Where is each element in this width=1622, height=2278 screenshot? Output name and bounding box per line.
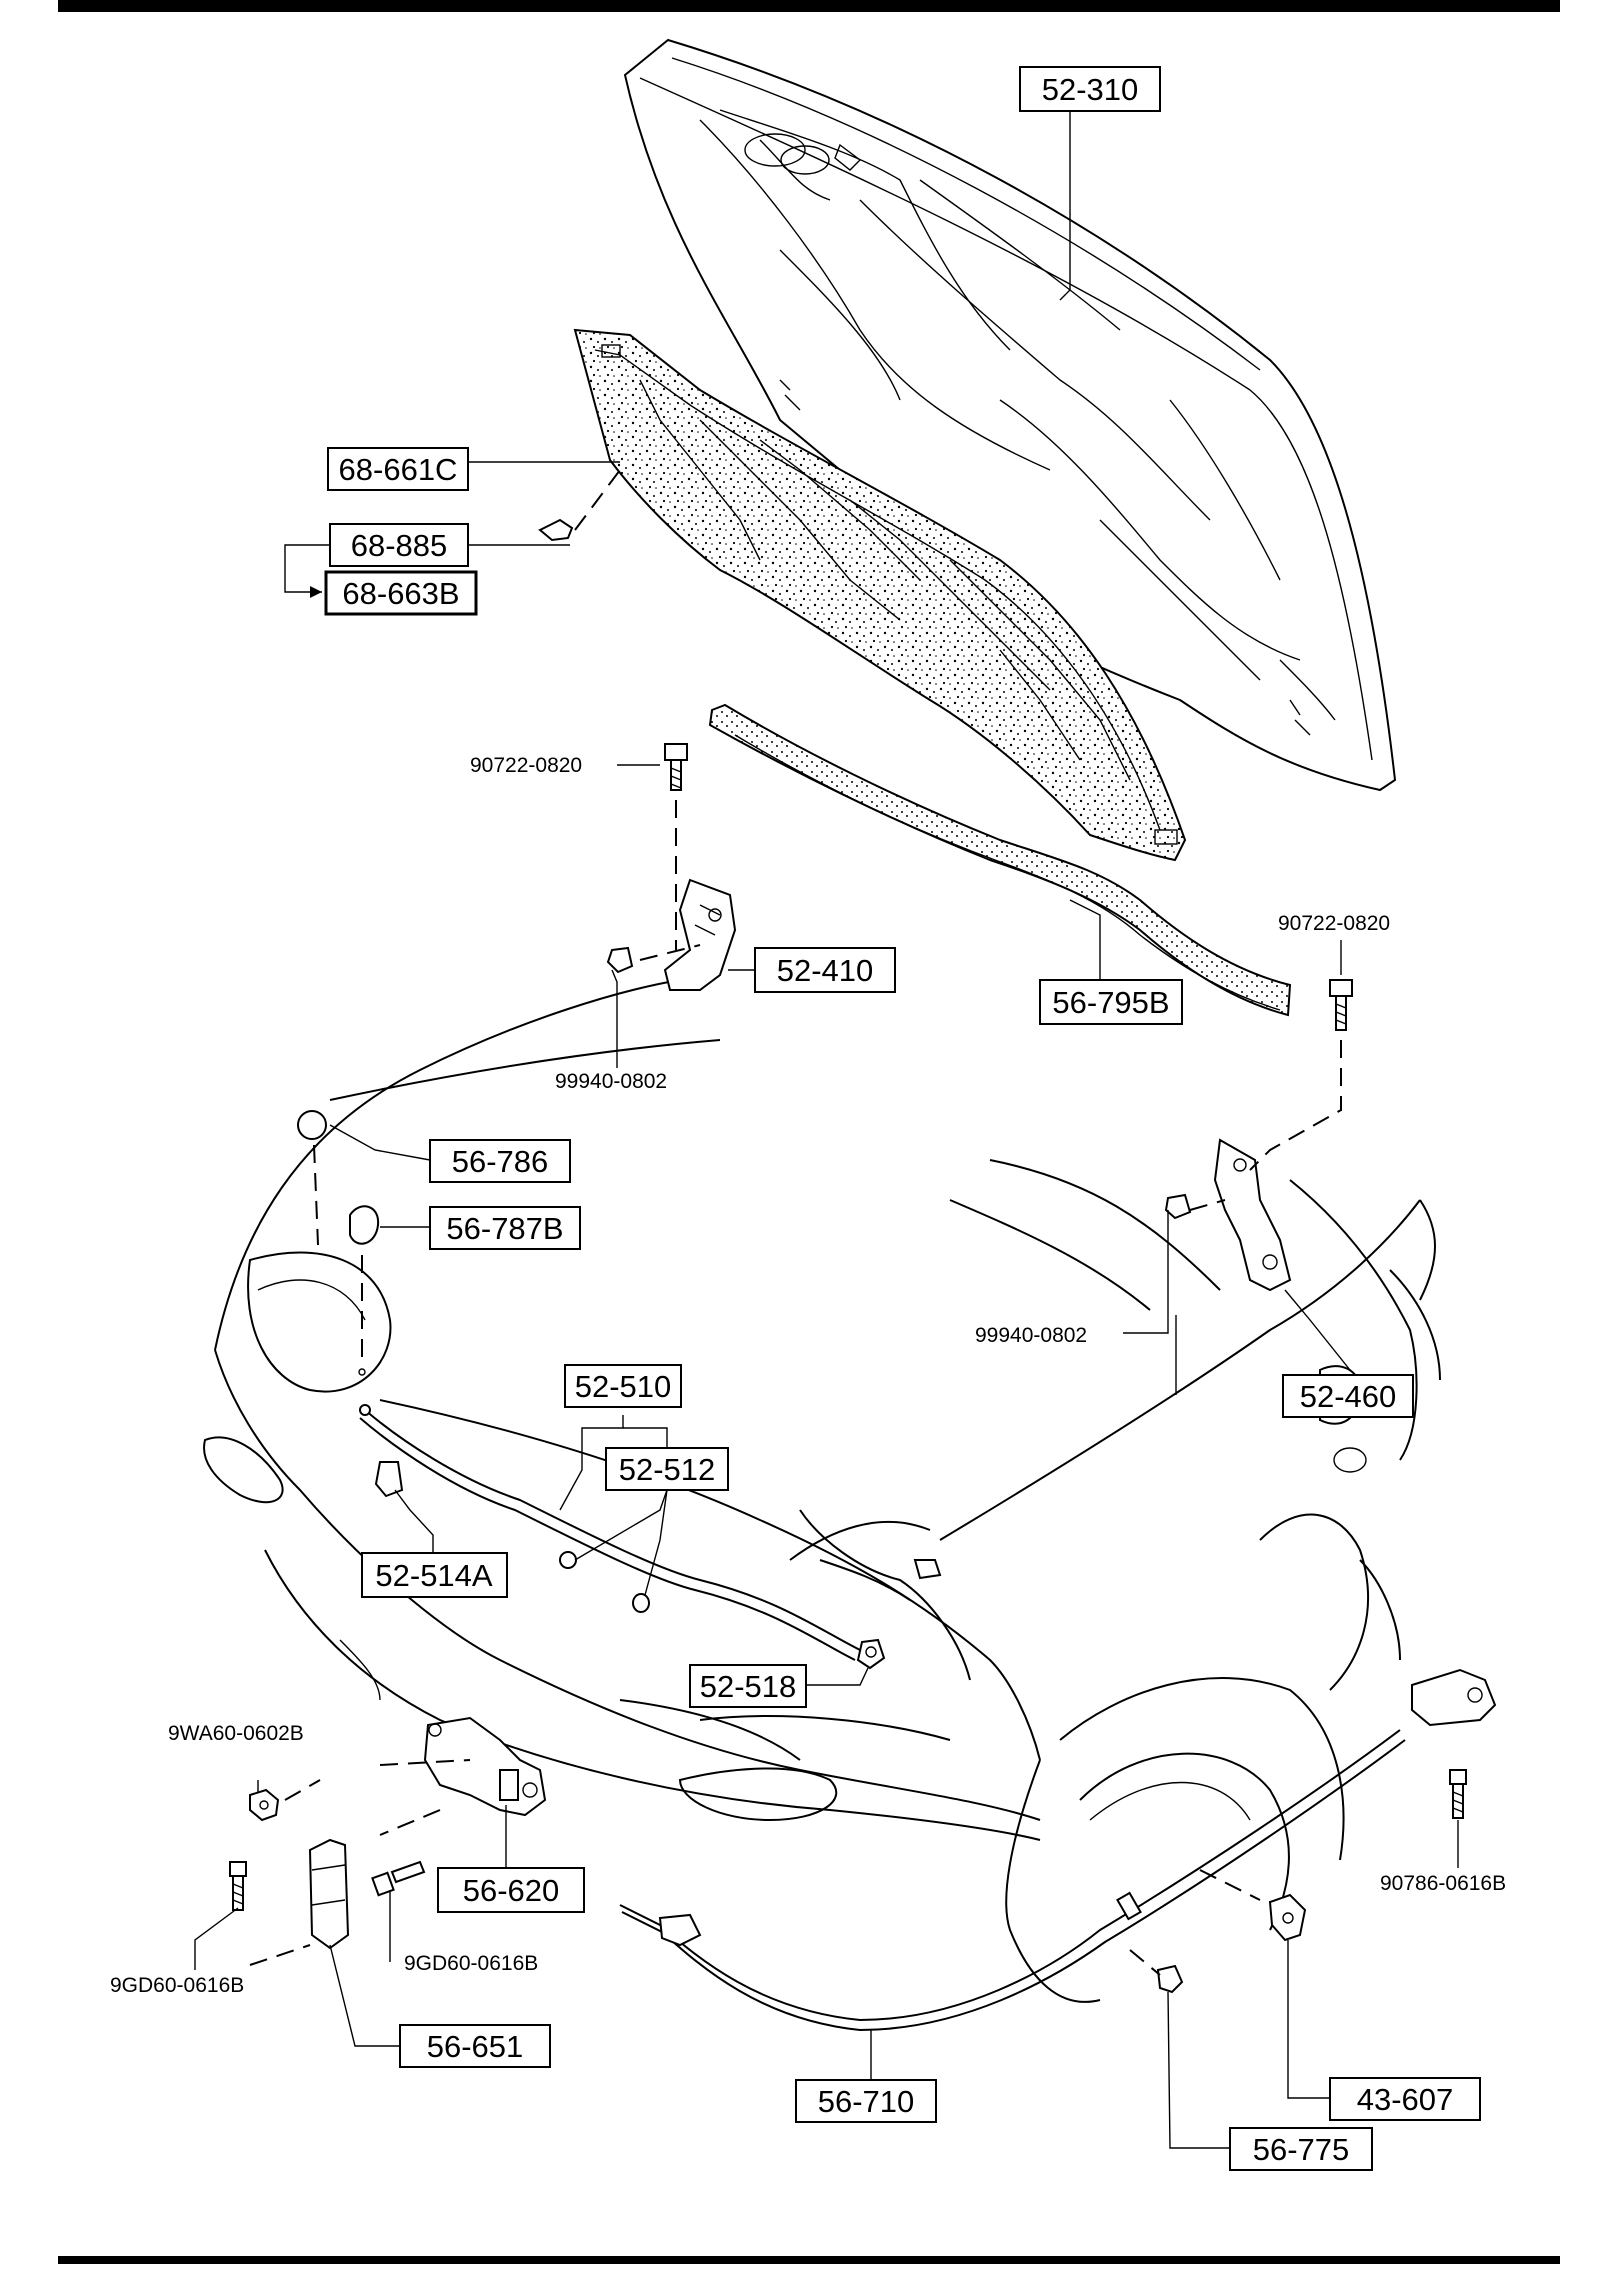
callout-label: 43-607 <box>1357 2082 1454 2117</box>
part-number-90786: 90786-0616B <box>1380 1872 1506 1895</box>
hood-support-rod <box>359 1404 886 1670</box>
insulator-clip <box>538 469 621 542</box>
callout-label: 52-460 <box>1300 1379 1397 1414</box>
callout-label: 52-510 <box>575 1369 672 1404</box>
callout-label: 56-787B <box>446 1211 563 1246</box>
callout-68-661c: 68-661C <box>327 447 469 491</box>
callout-56-795b: 56-795B <box>1039 979 1183 1025</box>
callout-52-518: 52-518 <box>689 1664 807 1708</box>
callout-56-651: 56-651 <box>399 2024 551 2068</box>
callout-label: 52-514A <box>375 1558 493 1593</box>
callout-52-510: 52-510 <box>564 1364 682 1408</box>
callout-52-514a: 52-514A <box>361 1552 508 1598</box>
bolt-9gd60-mid <box>371 1860 426 1897</box>
part-number-99940-right: 99940-0802 <box>975 1324 1087 1347</box>
leader-lines <box>194 110 1459 2149</box>
car-body <box>203 979 1441 2003</box>
callout-56-787b: 56-787B <box>429 1206 581 1250</box>
callout-label: 52-518 <box>700 1669 797 1704</box>
callout-label: 56-775 <box>1253 2132 1350 2167</box>
part-number-9wa60: 9WA60-0602B <box>168 1722 304 1745</box>
callout-43-607: 43-607 <box>1329 2077 1481 2121</box>
callout-label: 56-651 <box>427 2029 524 2064</box>
hinge-left <box>606 878 737 991</box>
bolt-upper-left <box>664 743 688 950</box>
part-number-99940-left: 99940-0802 <box>555 1070 667 1093</box>
callout-label: 56-620 <box>463 1873 560 1908</box>
release-cable <box>619 1729 1406 2032</box>
bottom-border <box>58 2256 1560 2264</box>
callout-52-460: 52-460 <box>1282 1374 1414 1418</box>
callout-56-775: 56-775 <box>1229 2127 1373 2171</box>
callout-label: 56-710 <box>818 2084 915 2119</box>
callout-label: 52-410 <box>777 953 874 988</box>
callout-label: 56-795B <box>1052 985 1169 1020</box>
callout-label: 68-663B <box>342 576 459 611</box>
bumper-stop <box>297 1110 327 1246</box>
callout-52-410: 52-410 <box>754 947 896 993</box>
hood-cushion <box>349 1205 380 1376</box>
callout-56-786: 56-786 <box>429 1139 571 1183</box>
grommets <box>559 1551 650 1613</box>
callout-label: 56-786 <box>452 1144 549 1179</box>
callout-label: 68-885 <box>351 528 448 563</box>
callout-56-710: 56-710 <box>795 2079 937 2123</box>
top-border <box>58 0 1560 12</box>
part-number-90722-right: 90722-0820 <box>1278 912 1390 935</box>
part-number-9gd60-left: 9GD60-0616B <box>110 1974 244 1997</box>
callout-68-885: 68-885 <box>329 523 469 567</box>
callout-68-663b: 68-663B <box>324 570 478 616</box>
callout-label: 52-512 <box>619 1452 716 1487</box>
release-lever <box>1199 1668 1497 1901</box>
bolt-upper-right <box>1249 979 1353 1171</box>
hood-latch <box>379 1716 547 1836</box>
cable-clip-56775 <box>1129 1949 1184 1994</box>
callout-52-310: 52-310 <box>1019 66 1161 112</box>
nut-9wa60 <box>249 1779 321 1822</box>
callout-label: 68-661C <box>339 452 458 487</box>
part-number-90722-left: 90722-0820 <box>470 754 582 777</box>
callout-label: 52-310 <box>1042 72 1139 107</box>
cable-clip-43607 <box>1268 1893 1307 1942</box>
hood-panel <box>623 38 1397 792</box>
bolt-9gd60-left <box>229 1861 247 1911</box>
rod-holder <box>374 1461 404 1498</box>
weatherstrip <box>708 703 1292 1017</box>
part-number-9gd60-mid: 9GD60-0616B <box>404 1952 538 1975</box>
callout-56-620: 56-620 <box>437 1867 585 1913</box>
callout-52-512: 52-512 <box>605 1447 729 1491</box>
striker <box>249 1838 350 1966</box>
hinge-right <box>1164 1138 1292 1292</box>
hood-insulator <box>573 328 1187 862</box>
